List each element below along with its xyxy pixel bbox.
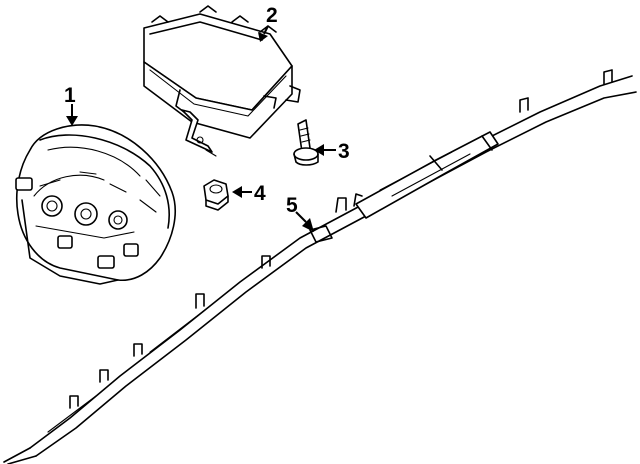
driver-airbag-module: [15, 124, 176, 285]
callout-leader-5: [295, 211, 314, 232]
nut: [203, 179, 229, 211]
bolt: [293, 119, 319, 166]
callout-1: 1: [64, 84, 76, 107]
callout-leader-1: [66, 104, 78, 126]
callout-3: 3: [338, 140, 350, 163]
callout-leader-3: [314, 144, 336, 156]
curtain-airbag: [3, 69, 637, 464]
callout-4: 4: [254, 182, 266, 205]
callout-5: 5: [286, 194, 298, 217]
callout-leader-4: [232, 186, 252, 198]
callout-leader-2: [258, 25, 269, 42]
passenger-airbag-module: [143, 5, 301, 157]
callout-2: 2: [266, 4, 278, 27]
